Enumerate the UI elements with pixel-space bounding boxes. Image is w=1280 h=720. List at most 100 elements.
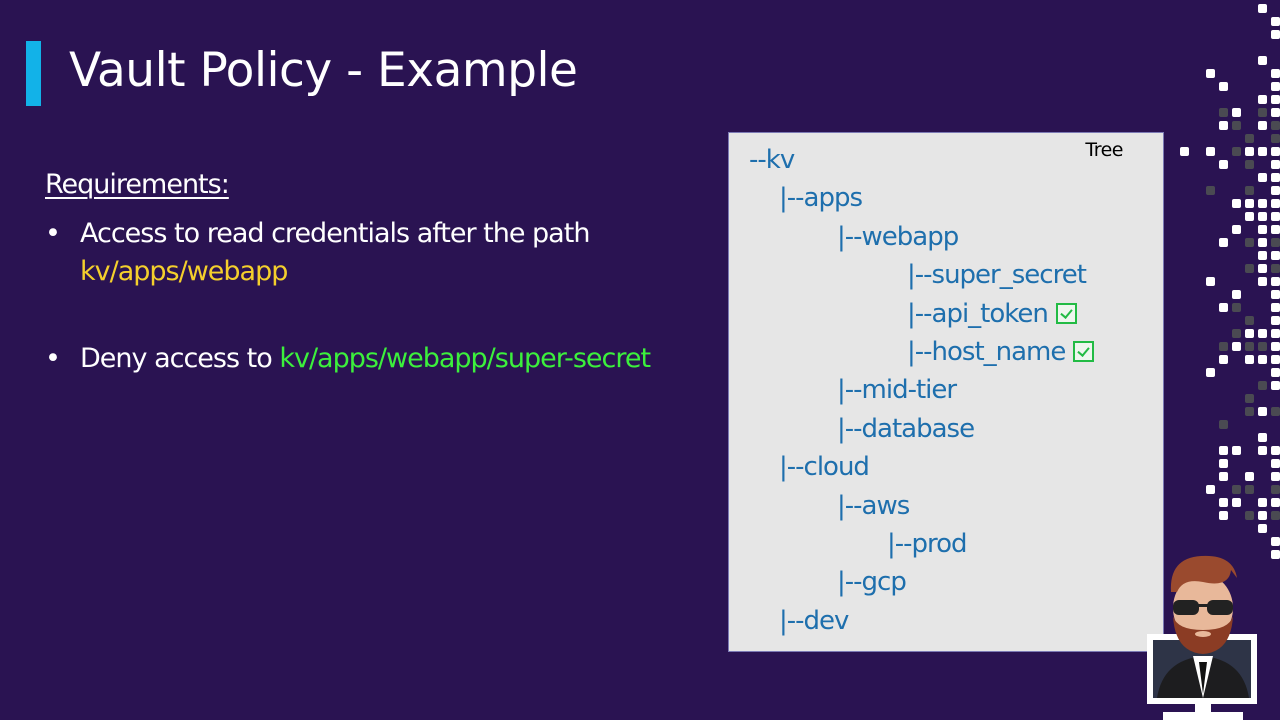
pixel-dot (1271, 121, 1280, 130)
tree-node: |--super_secret (907, 259, 1087, 291)
pixel-dot (1271, 329, 1280, 338)
bullet-path: kv/apps/webapp/super-secret (279, 343, 651, 374)
tree-node-label: --kv (749, 145, 795, 175)
pixel-dot (1232, 342, 1241, 351)
pixel-dot (1206, 186, 1215, 195)
pixel-dot (1271, 251, 1280, 260)
tree-node-label: |--prod (887, 529, 968, 559)
tree-node-label: |--gcp (837, 567, 907, 598)
tree-node-label: |--dev (779, 605, 849, 636)
pixel-dot (1206, 147, 1215, 156)
bullet-text: Deny access to (80, 343, 280, 374)
pixel-dot (1258, 524, 1267, 533)
pixel-dot (1271, 277, 1280, 286)
tree-node: |--aws (837, 490, 910, 522)
pixel-dot (1271, 95, 1280, 104)
requirements-heading: Requirements: (45, 169, 230, 200)
pixel-dot (1258, 251, 1267, 260)
pixel-dot (1245, 342, 1254, 351)
pixel-dot (1271, 290, 1280, 299)
pixel-dot (1271, 225, 1280, 234)
pixel-dot (1271, 199, 1280, 208)
pixel-dot (1271, 303, 1280, 312)
pixel-dot (1258, 277, 1267, 286)
pixel-dot (1245, 160, 1254, 169)
pixel-dot (1219, 342, 1228, 351)
pixel-dot (1271, 511, 1280, 520)
pixel-dot (1258, 225, 1267, 234)
pixel-dot (1258, 4, 1267, 13)
pixel-dot (1258, 108, 1267, 117)
pixel-dot (1258, 381, 1267, 390)
tree-panel: Tree --kv |--apps |--webapp |--super_secret… (728, 132, 1164, 652)
tree-node: |--apps (779, 182, 863, 214)
pixel-dot (1219, 472, 1228, 481)
pixel-dot (1245, 355, 1254, 364)
tree-node-label: |--aws (837, 490, 910, 521)
pixel-dot (1245, 134, 1254, 143)
pixel-dot (1180, 147, 1189, 156)
pixel-dot (1245, 472, 1254, 481)
pixel-dot (1258, 342, 1267, 351)
checkmark-icon (1073, 341, 1095, 362)
pixel-dot (1206, 485, 1215, 494)
pixel-dot (1219, 108, 1228, 117)
pixel-dot (1271, 108, 1280, 117)
pixel-dot (1271, 537, 1280, 546)
pixel-dot (1271, 134, 1280, 143)
pixel-dot (1271, 485, 1280, 494)
pixel-dot (1271, 316, 1280, 325)
bullet-icon: • (45, 218, 61, 249)
pixel-dot (1245, 329, 1254, 338)
pixel-dot (1232, 225, 1241, 234)
pixel-dot (1258, 199, 1267, 208)
pixel-dot (1219, 420, 1228, 429)
pixel-dot (1258, 212, 1267, 221)
pixel-dot (1258, 56, 1267, 65)
pixel-dot (1219, 511, 1228, 520)
pixel-dot (1271, 446, 1280, 455)
tree-node: |--webapp (837, 221, 959, 253)
pixel-dot (1258, 433, 1267, 442)
pixel-dot (1271, 82, 1280, 91)
pixel-dot (1219, 498, 1228, 507)
presenter-avatar-icon (1147, 555, 1257, 720)
pixel-dot (1258, 498, 1267, 507)
pixel-dot (1271, 459, 1280, 468)
pixel-dot (1245, 147, 1254, 156)
pixel-dot (1245, 511, 1254, 520)
tree-node: |--prod (887, 528, 968, 560)
tree-node-label: |--apps (779, 183, 863, 214)
pixel-dot (1271, 498, 1280, 507)
tree-node: |--dev (779, 605, 849, 637)
pixel-dot (1232, 498, 1241, 507)
tree-node: |--host_name (907, 336, 1095, 368)
bullet-path: kv/apps/webapp (80, 256, 288, 287)
tree-node-label: |--api_token (907, 298, 1049, 329)
pixel-dot (1206, 277, 1215, 286)
pixel-dot (1232, 147, 1241, 156)
pixel-dot (1271, 381, 1280, 390)
pixel-dot (1271, 472, 1280, 481)
pixel-dot (1245, 238, 1254, 247)
pixel-dot (1232, 329, 1241, 338)
pixel-dot (1258, 238, 1267, 247)
pixel-dot (1219, 82, 1228, 91)
tree-node: |--api_token (907, 298, 1077, 330)
pixel-dot (1219, 238, 1228, 247)
pixel-dot (1206, 69, 1215, 78)
pixel-dot (1232, 199, 1241, 208)
pixel-dot (1219, 355, 1228, 364)
pixel-dot (1245, 316, 1254, 325)
tree-label: Tree (1085, 139, 1123, 161)
tree-node: --kv (749, 144, 795, 176)
tree-node: |--cloud (779, 451, 870, 483)
pixel-dot (1245, 394, 1254, 403)
pixel-dot (1258, 329, 1267, 338)
pixel-dot (1271, 238, 1280, 247)
pixel-dot (1271, 368, 1280, 377)
pixel-dot (1232, 485, 1241, 494)
tree-node: |--mid-tier (837, 374, 957, 406)
pixel-dot (1258, 147, 1267, 156)
tree-node-label: |--cloud (779, 452, 870, 483)
